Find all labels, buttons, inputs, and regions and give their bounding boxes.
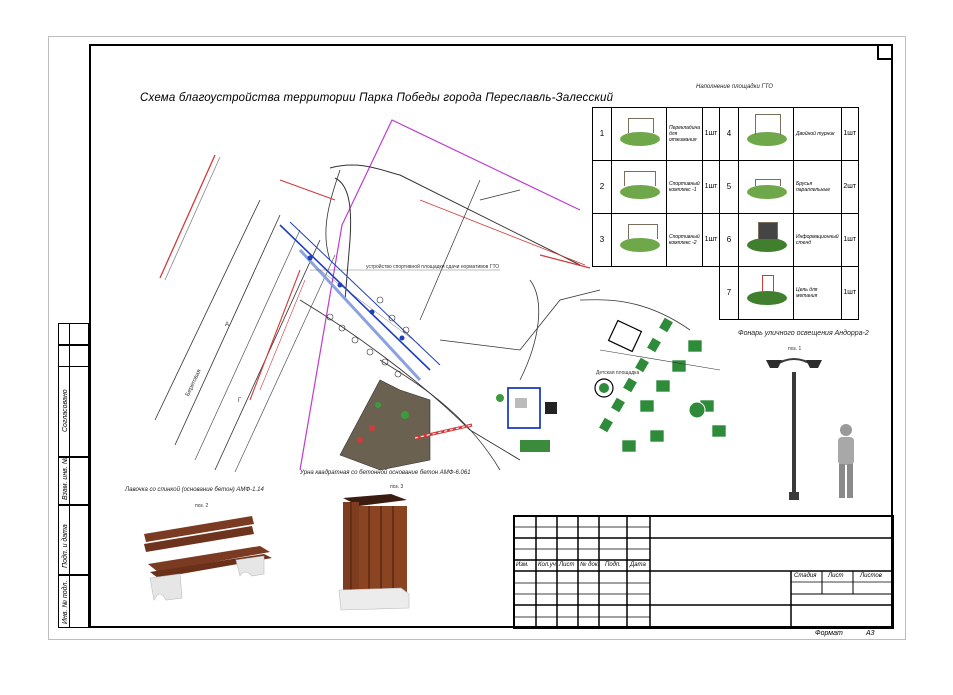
format-label: Формат — [815, 630, 843, 637]
plan-zone-label: Детская площадка — [596, 370, 640, 376]
tb-sheet: Лист — [828, 573, 844, 579]
gto-item-image — [738, 107, 795, 161]
table-row: 2 Спортивный комплекс -1 1шт 5 Брусья па… — [592, 160, 859, 214]
drawing-title: Схема благоустройства территории Парка П… — [140, 92, 614, 104]
plan-gto-label: устройство спортивной площадки сдачи нор… — [366, 264, 500, 270]
table-row: 1 Перекладина для отжимания 1шт 4 Двойно… — [592, 107, 859, 161]
gto-item-image — [738, 160, 795, 214]
tb-col-date: Дата — [630, 562, 646, 568]
gto-item-image — [738, 266, 795, 320]
lamp-pos: поз. 1 — [788, 346, 802, 352]
street-lamp-image — [766, 358, 854, 500]
gto-name: Информационный стенд — [793, 213, 842, 267]
bin-caption: Урна квадратная со бетонной основание бе… — [300, 470, 471, 476]
bench-image — [144, 516, 272, 601]
gto-item-image — [611, 160, 667, 214]
gto-name: Перекладина для отжимания — [665, 107, 704, 161]
tb-col-sign: Подп. — [605, 562, 621, 568]
bench-caption: Лавочка со спинкой (основание бетон) АМФ… — [125, 487, 264, 493]
drawing-frame — [89, 44, 893, 628]
tb-col-count: Кол.уч — [538, 562, 556, 568]
gto-qty: 1шт — [840, 266, 859, 320]
gto-item-image — [611, 107, 667, 161]
gto-name: Спортивный комплекс -1 — [665, 160, 704, 214]
gto-name: Спортивный комплекс -2 — [665, 213, 704, 267]
gto-item-image — [611, 213, 667, 267]
gto-name: Цель для метания — [793, 266, 842, 320]
tb-col-doc: № док. — [580, 562, 600, 568]
tb-col-sheet: Лист — [559, 562, 575, 568]
side-stamp — [58, 323, 89, 628]
bin-pos: поз. 3 — [390, 484, 404, 490]
gto-caption: Наполнение площадки ГТО — [696, 84, 773, 90]
tb-stage: Стадия — [794, 573, 817, 579]
frame-corner-mark — [877, 44, 893, 60]
format-value: А3 — [866, 630, 875, 637]
plan-label-g: Г — [238, 398, 242, 404]
plan-label-a: А — [225, 322, 230, 328]
bench-pos: поз. 2 — [195, 503, 209, 509]
table-row: 7 Цель для метания 1шт — [593, 266, 859, 320]
tb-col-change: Изм. — [516, 562, 529, 568]
tb-sheets: Листов — [860, 573, 882, 579]
gto-table: 1 Перекладина для отжимания 1шт 4 Двойно… — [592, 107, 859, 320]
bin-image — [338, 494, 410, 611]
lamp-caption: Фонарь уличного освещения Андорра-2 — [738, 330, 869, 337]
